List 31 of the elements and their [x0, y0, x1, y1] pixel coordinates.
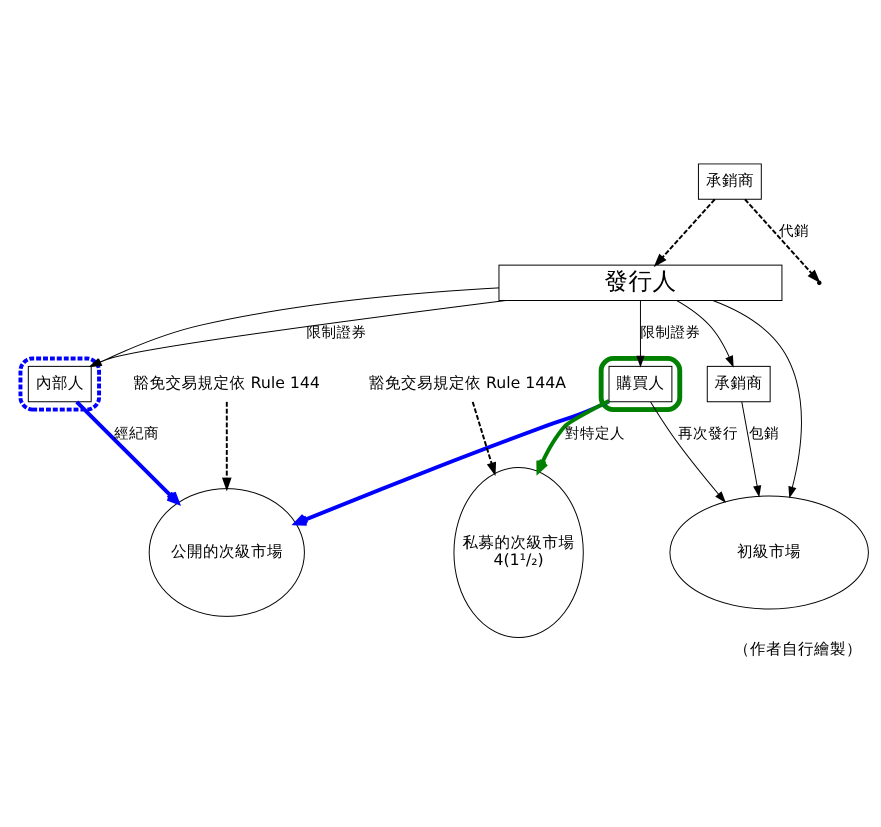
arrow — [536, 399, 610, 474]
node-box: 發行人 — [498, 264, 782, 301]
node-box: 承銷商 — [706, 366, 771, 402]
arrow — [654, 198, 716, 268]
node-ellipse: 初級市場 — [669, 496, 869, 610]
edge-label: 包銷 — [748, 425, 779, 442]
node-box: 內部人 — [28, 366, 92, 402]
node-ellipse: 私募的次級市場 4(1¹/₂) — [453, 467, 584, 638]
edge-label: 限制證券 — [640, 324, 700, 341]
arrow — [741, 401, 762, 498]
arrow — [222, 402, 232, 492]
caption: （作者自行繪製） — [734, 639, 862, 658]
node-ellipse: 公開的次級市場 — [148, 488, 305, 617]
edge-label: 代銷 — [779, 222, 810, 240]
arrow — [712, 300, 802, 498]
edge-label: 對特定人 — [564, 425, 625, 442]
node-box: 購買人 — [608, 366, 672, 402]
arrow — [636, 300, 645, 368]
arrow — [90, 287, 500, 368]
arrow — [744, 198, 820, 284]
arrow — [472, 402, 496, 476]
arrow — [650, 401, 726, 503]
arrow — [75, 400, 180, 505]
arrow — [676, 300, 734, 368]
edge-label: 經紀商 — [114, 425, 159, 442]
node-text: 豁免交易規定依 Rule 144A — [369, 372, 566, 392]
edge-label: 再次發行 — [678, 425, 738, 442]
node-text: 豁免交易規定依 Rule 144 — [134, 372, 320, 392]
node-box: 承銷商 — [698, 163, 762, 200]
arrow — [294, 400, 610, 526]
edge-label: 限制證券 — [306, 324, 366, 341]
